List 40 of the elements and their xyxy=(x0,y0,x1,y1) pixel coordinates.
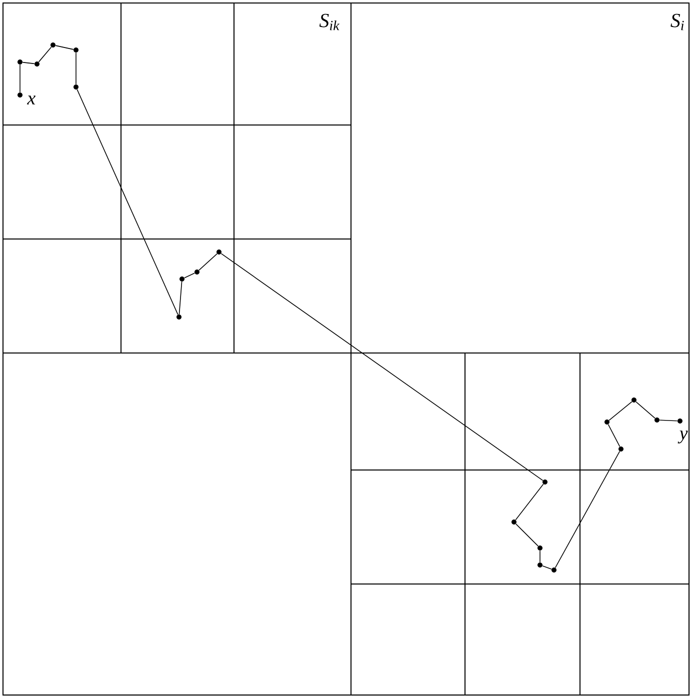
path-point xyxy=(538,546,542,550)
path-point xyxy=(50,42,56,48)
path-segment xyxy=(178,281,182,315)
path-point xyxy=(176,314,182,320)
square-label: S$_{ik}$ xyxy=(319,14,340,30)
path-segment xyxy=(516,524,538,546)
path-segment xyxy=(542,566,552,570)
path-point xyxy=(618,446,624,452)
path-segment xyxy=(198,253,218,271)
path-segment xyxy=(659,420,678,422)
path-point xyxy=(654,418,660,422)
path-segment xyxy=(55,45,74,50)
path-point xyxy=(194,270,200,274)
path-point xyxy=(34,62,40,66)
path-point xyxy=(18,92,22,98)
path-segment xyxy=(38,46,52,62)
square-label: S$_{i}$ xyxy=(670,14,684,30)
point-label: y xyxy=(678,430,688,444)
path-segment xyxy=(608,424,620,447)
point-label: x xyxy=(26,96,36,104)
path-point xyxy=(180,276,184,282)
path-segment xyxy=(608,401,632,421)
path-segment xyxy=(554,450,620,568)
path-point xyxy=(632,398,636,402)
path-segment xyxy=(636,401,656,419)
path-point xyxy=(74,84,78,90)
path-point xyxy=(538,562,542,568)
path-segment xyxy=(184,272,195,278)
path-segment xyxy=(76,89,178,315)
path-point xyxy=(74,48,78,52)
path-point xyxy=(18,60,22,64)
path-segment xyxy=(22,62,35,64)
path-point xyxy=(512,520,516,524)
path-segment xyxy=(220,253,544,481)
path-point xyxy=(542,480,548,484)
path-point xyxy=(678,418,682,424)
path-point xyxy=(216,250,222,254)
path-point xyxy=(604,420,610,424)
path-segment xyxy=(515,484,544,520)
path-point xyxy=(552,568,556,572)
